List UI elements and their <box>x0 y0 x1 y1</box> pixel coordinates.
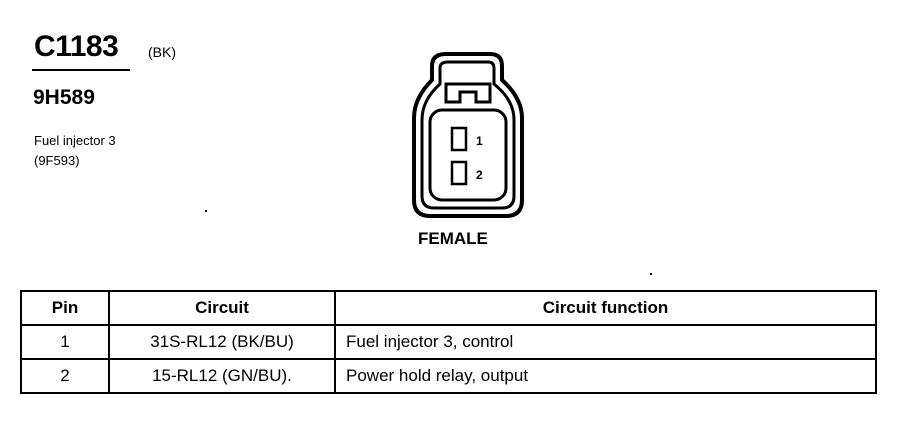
speck <box>650 273 652 275</box>
connector-color-code: (BK) <box>148 44 176 60</box>
part-number: 9H589 <box>33 86 95 109</box>
description-line-2: (9F593) <box>34 153 80 168</box>
locking-tab <box>444 82 492 104</box>
speck <box>205 210 207 212</box>
table-header-row: Pin Circuit Circuit function <box>20 290 877 326</box>
header-circuit: Circuit <box>108 290 336 326</box>
pin-cavity-1 <box>450 126 468 152</box>
row-circuit: 31S-RL12 (BK/BU) <box>108 324 336 360</box>
title-underline <box>32 69 130 71</box>
pin-label-1: 1 <box>476 134 483 148</box>
description-line-1: Fuel injector 3 <box>34 133 116 148</box>
pin-label-2: 2 <box>476 168 483 182</box>
connector-id: C1183 <box>34 30 119 63</box>
connector-face-diagram: 1 2 <box>412 52 524 218</box>
pin-cavity-2 <box>450 160 468 186</box>
connector-inner-shell <box>420 60 516 210</box>
header-circuit-function: Circuit function <box>334 290 877 326</box>
connector-outer-shell <box>412 52 524 218</box>
cavity-housing <box>428 108 508 202</box>
header-pin: Pin <box>20 290 110 326</box>
row-function: Fuel injector 3, control <box>334 324 877 360</box>
pin-table: Pin Circuit Circuit function 1 31S-RL12 … <box>20 290 877 394</box>
table-row: 1 31S-RL12 (BK/BU) Fuel injector 3, cont… <box>20 324 877 360</box>
connector-gender-label: FEMALE <box>418 229 488 248</box>
table-row: 2 15-RL12 (GN/BU). Power hold relay, out… <box>20 358 877 394</box>
row-function: Power hold relay, output <box>334 358 877 394</box>
row-circuit: 15-RL12 (GN/BU). <box>108 358 336 394</box>
row-pin: 2 <box>20 358 110 394</box>
row-pin: 1 <box>20 324 110 360</box>
